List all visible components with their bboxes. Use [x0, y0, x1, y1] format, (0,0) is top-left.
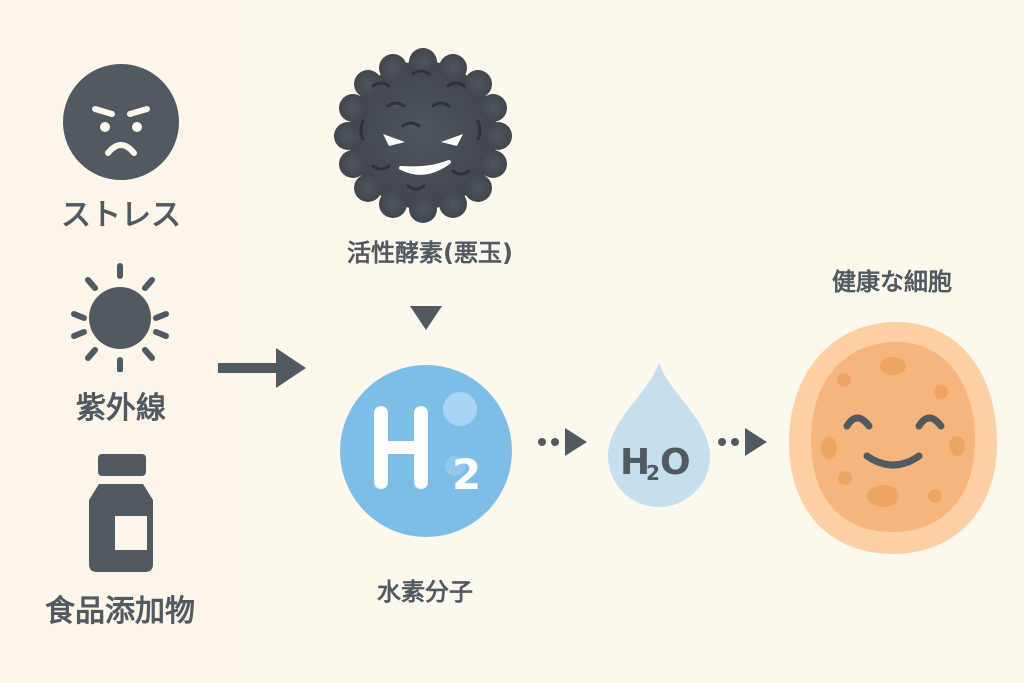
- water-drop-icon: H 2 O: [606, 360, 712, 508]
- dotted-arrow-icon: [537, 426, 589, 458]
- bottle-icon: [85, 454, 157, 572]
- hydrogen-molecule-icon: 2: [338, 363, 514, 539]
- evil-radical-icon: [333, 46, 513, 224]
- radical-label: 活性酵素(悪玉): [347, 239, 513, 267]
- sun-icon: [62, 256, 178, 372]
- mid-panel-bg: [240, 0, 310, 683]
- h2-subscript: 2: [452, 450, 481, 499]
- svg-text:O: O: [660, 442, 691, 483]
- hydrogen-label: 水素分子: [377, 578, 473, 606]
- cause-label-food-additives: 食品添加物: [45, 594, 195, 629]
- cell-label: 健康な細胞: [832, 268, 952, 296]
- svg-text:2: 2: [646, 461, 660, 485]
- h2o-formula: H: [620, 442, 650, 483]
- angry-face-icon: [62, 63, 180, 181]
- arrow-down-icon: [410, 306, 442, 330]
- smiling-cell-icon: [785, 318, 1001, 558]
- cause-label-uv: 紫外線: [76, 391, 166, 426]
- arrow-right-icon: [218, 348, 306, 388]
- dotted-arrow-icon-2: [717, 426, 769, 458]
- cause-label-stress: ストレス: [61, 198, 181, 233]
